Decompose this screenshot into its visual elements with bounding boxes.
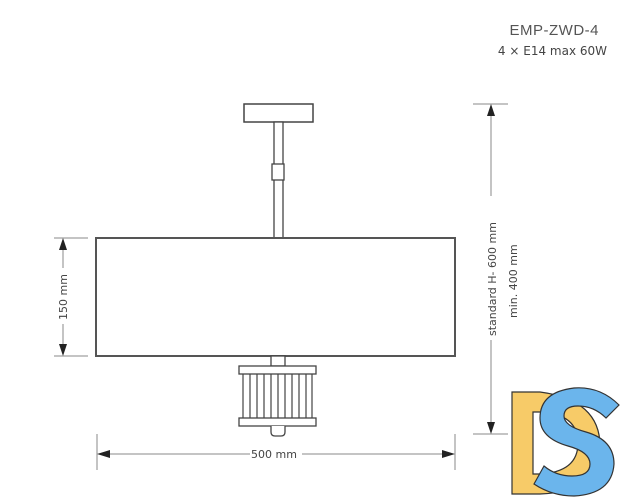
width-dimension [96,434,456,470]
ceiling-canopy [243,103,314,123]
bulb-spec: 4 × E14 max 60W [497,44,607,58]
model-title: EMP-ZWD-4 [509,22,599,39]
ds-logo-icon [511,387,620,497]
suspension-standard-label: standard H- 600 mm [486,222,499,336]
width-label: 500 mm [251,448,297,461]
lamp-shade [95,237,456,357]
rod-coupler [271,163,285,181]
suspension-dimension [473,103,508,435]
suspension-min-label: min. 400 mm [507,244,520,318]
height-label: 150 mm [57,274,70,320]
crystal-diffuser [238,355,317,437]
